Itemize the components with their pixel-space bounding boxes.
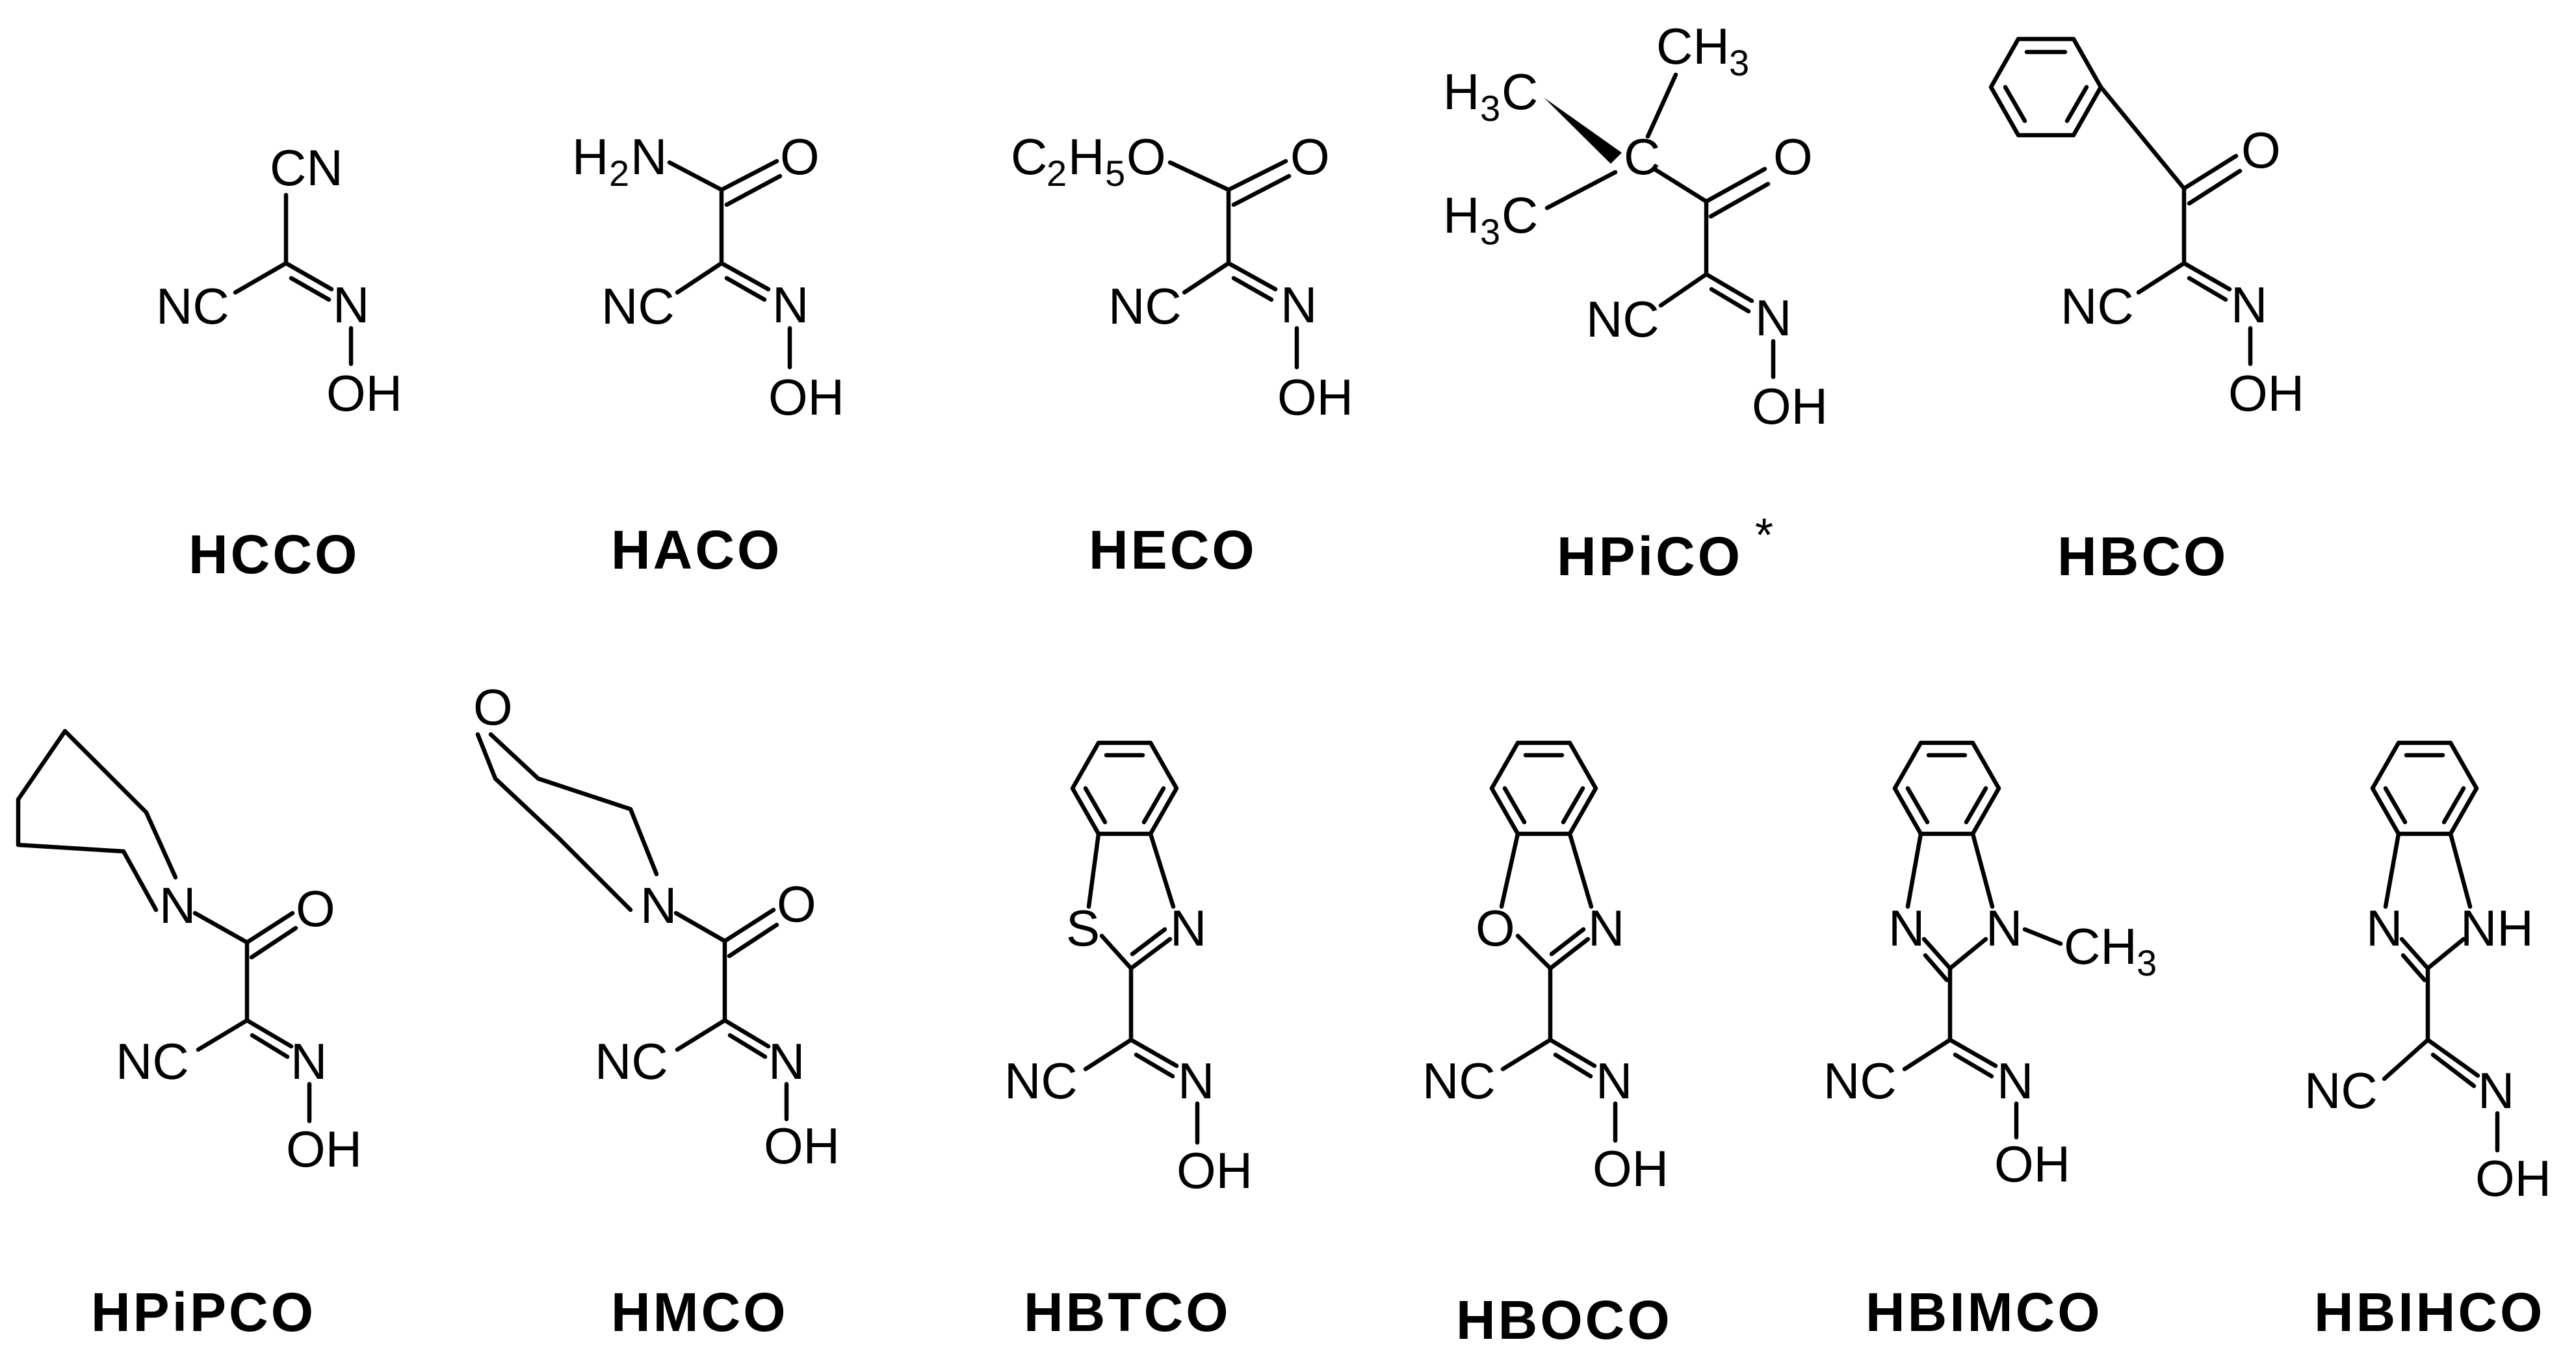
compound-name: HBIMCO (1866, 1282, 2103, 1343)
svg-text:OH: OH (1994, 1135, 2070, 1193)
svg-text:3: 3 (1480, 211, 1500, 252)
structure-hpipco: N O NC N OH HPiPCO (16, 729, 362, 1343)
svg-text:OH: OH (768, 368, 844, 426)
svg-text:CN: CN (270, 139, 343, 196)
svg-text:O: O (780, 128, 820, 185)
svg-text:O: O (1476, 899, 1515, 957)
svg-text:N: N (1281, 276, 1317, 333)
svg-text:H: H (572, 128, 608, 185)
svg-text:H: H (1443, 187, 1479, 244)
svg-text:NC: NC (156, 278, 229, 335)
structure-heco: C 2 H 5 O O NC N OH HECO (1011, 128, 1353, 580)
svg-text:N: N (1986, 899, 2022, 957)
svg-text:O: O (473, 679, 513, 736)
svg-text:N: N (333, 276, 369, 333)
svg-text:S: S (1066, 899, 1100, 957)
svg-text:C: C (1502, 63, 1538, 120)
svg-text:O: O (1290, 128, 1330, 185)
compound-name: HBOCO (1456, 1289, 1672, 1351)
svg-text:O: O (296, 880, 335, 937)
svg-text:O: O (777, 875, 816, 933)
svg-text:NC: NC (1004, 1052, 1078, 1109)
svg-text:CH: CH (2064, 918, 2137, 975)
svg-text:NC: NC (595, 1033, 668, 1090)
structure-hbtco: S N NC N OH HBTCO (1004, 740, 1253, 1343)
svg-text:NC: NC (1108, 278, 1182, 335)
svg-text:3: 3 (1729, 42, 1749, 83)
structure-hbco: O NC N OH HBCO (1988, 36, 2304, 587)
compound-name: HBIHCO (2314, 1282, 2545, 1343)
svg-text:2: 2 (1047, 153, 1067, 194)
svg-text:NC: NC (1823, 1052, 1897, 1109)
svg-text:O: O (1773, 128, 1813, 185)
svg-text:N: N (631, 128, 667, 185)
svg-text:N: N (2231, 276, 2267, 333)
svg-text:O: O (2241, 122, 2281, 179)
svg-text:NC: NC (2061, 278, 2134, 335)
svg-text:H: H (1068, 128, 1104, 185)
svg-text:N: N (159, 877, 196, 934)
svg-text:OH: OH (2228, 365, 2304, 422)
structure-hbimco: N N CH 3 NC N OH HBIMCO (1823, 740, 2157, 1343)
compound-name: HACO (611, 519, 782, 580)
structure-hcco: CN NC N OH HCCO (156, 139, 402, 585)
asterisk: * (1755, 510, 1773, 562)
svg-text:OH: OH (1593, 1140, 1669, 1197)
compound-name: HPiCO (1557, 526, 1743, 587)
svg-text:NC: NC (1586, 291, 1659, 348)
svg-text:N: N (768, 1033, 805, 1090)
svg-text:N: N (1997, 1052, 2033, 1109)
svg-text:OH: OH (1277, 368, 1353, 426)
structure-hpico: H 3 C CH 3 C H 3 C O NC N OH HPiCO * (1443, 18, 1828, 587)
svg-text:OH: OH (326, 365, 402, 422)
compound-name: HPiPCO (91, 1282, 316, 1343)
svg-text:OH: OH (286, 1120, 362, 1178)
svg-text:C: C (1624, 128, 1660, 185)
svg-text:O: O (1126, 128, 1166, 185)
compound-name: HECO (1089, 519, 1257, 580)
svg-text:C: C (1011, 128, 1047, 185)
svg-text:OH: OH (1177, 1142, 1253, 1199)
compound-name: HBCO (2057, 526, 2228, 587)
svg-text:NC: NC (116, 1033, 189, 1090)
structure-hboco: O N NC N OH HBOCO (1422, 740, 1672, 1351)
svg-text:OH: OH (1752, 378, 1828, 435)
svg-text:3: 3 (1480, 88, 1500, 129)
svg-text:CH: CH (1656, 18, 1730, 75)
svg-text:N: N (1755, 289, 1791, 346)
svg-text:OH: OH (764, 1117, 840, 1174)
svg-text:3: 3 (2137, 942, 2157, 983)
compound-name: HCCO (189, 524, 359, 585)
svg-text:N: N (1588, 899, 1624, 957)
svg-text:OH: OH (2475, 1150, 2551, 1207)
compound-name: HMCO (611, 1282, 788, 1343)
svg-text:NC: NC (2304, 1062, 2378, 1119)
svg-text:H: H (1443, 63, 1479, 120)
svg-text:N: N (1596, 1052, 1632, 1109)
svg-text:5: 5 (1105, 153, 1125, 194)
svg-text:NC: NC (1422, 1052, 1496, 1109)
svg-text:N: N (2478, 1062, 2514, 1119)
svg-text:2: 2 (609, 153, 629, 194)
svg-text:NH: NH (2460, 899, 2534, 957)
svg-text:N: N (1178, 1052, 1214, 1109)
svg-text:N: N (640, 877, 677, 934)
svg-text:C: C (1502, 187, 1538, 244)
svg-text:N: N (1888, 899, 1925, 957)
svg-text:N: N (2366, 899, 2402, 957)
structure-hbihco: N NH NC N OH HBIHCO (2304, 740, 2551, 1343)
svg-text:N: N (772, 276, 809, 333)
compound-name: HBTCO (1024, 1282, 1231, 1343)
svg-text:N: N (1170, 899, 1206, 957)
svg-text:NC: NC (601, 278, 675, 335)
svg-text:N: N (291, 1033, 327, 1090)
structure-hmco: O N O NC N OH HMCO (473, 679, 840, 1343)
structure-haco: H 2 N O NC N OH HACO (572, 128, 844, 580)
